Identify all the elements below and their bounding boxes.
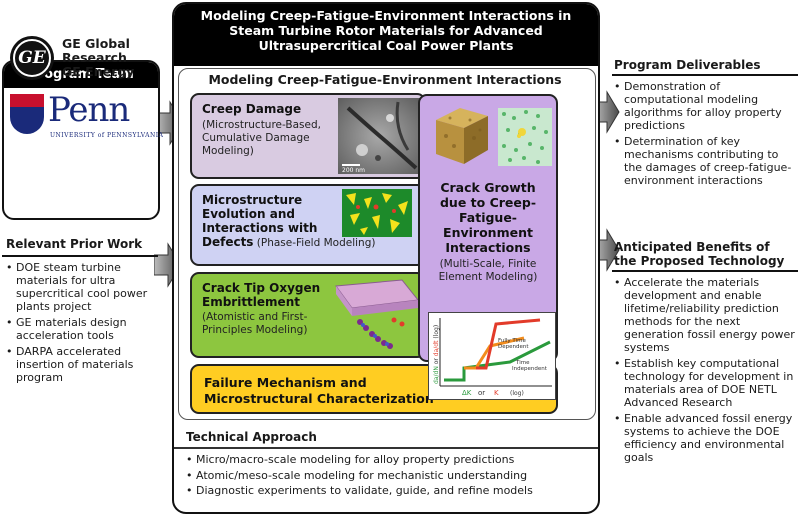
micrograph-image: 200 nm bbox=[338, 98, 420, 174]
list-item: GE materials design acceleration tools bbox=[6, 316, 156, 342]
oxygen-embrittlement-title: Crack Tip Oxygen Embrittlement bbox=[202, 281, 321, 309]
deliverables-divider bbox=[612, 74, 798, 76]
oxygen-embrittlement-subtitle: (Atomistic and First- Principles Modelin… bbox=[202, 311, 308, 336]
list-item: Enable advanced fossil energy systems to… bbox=[614, 412, 798, 464]
grain-cube-image bbox=[436, 108, 552, 166]
plot-x-label-or: or bbox=[478, 389, 485, 397]
scale-label: 200 nm bbox=[342, 167, 365, 174]
creep-damage-title: Creep Damage bbox=[202, 102, 302, 116]
list-item: Determination of key mechanisms contribu… bbox=[614, 135, 798, 187]
plot-x-label-k: K bbox=[494, 389, 499, 397]
time-dependent-curve bbox=[476, 318, 541, 370]
creep-damage-subtitle: (Microstructure-Based, Cumulative Damage… bbox=[202, 119, 321, 157]
prior-work-divider bbox=[2, 255, 158, 257]
crack-growth-subtitle: (Multi-Scale, Finite Element Modeling) bbox=[438, 258, 538, 283]
list-item: Atomic/meso-scale modeling for mechanist… bbox=[186, 468, 596, 484]
benefits-divider bbox=[612, 270, 798, 272]
deliverables-list: Demonstration of computational modeling … bbox=[614, 80, 798, 190]
penn-subtitle: UNIVERSITY of PENNSYLVANIA bbox=[50, 132, 164, 139]
microstructure-title: Microstructure Evolution and Interaction… bbox=[202, 193, 376, 249]
transition-curve bbox=[464, 336, 525, 370]
ge-logo-monogram: GE bbox=[13, 39, 51, 77]
plot-x-label-delta-k: ΔK bbox=[462, 389, 472, 397]
failure-mechanism-title: Failure Mechanism and Microstructural Ch… bbox=[204, 375, 434, 406]
program-team-box: Program Team bbox=[2, 60, 160, 220]
technical-approach-list: Micro/macro-scale modeling for alloy pro… bbox=[186, 452, 596, 499]
prior-work-heading: Relevant Prior Work bbox=[6, 237, 143, 251]
modeling-frame-title: Modeling Creep-Fatigue-Environment Inter… bbox=[208, 72, 562, 87]
list-item: DOE steam turbine materials for ultra su… bbox=[6, 261, 156, 313]
list-item: Accelerate the materials development and… bbox=[614, 276, 798, 354]
benefits-heading: Anticipated Benefits of the Proposed Tec… bbox=[614, 240, 785, 268]
plot-x-label-log: (log) bbox=[510, 390, 524, 397]
phase-field-image bbox=[342, 189, 412, 237]
atomistic-image bbox=[335, 279, 419, 349]
list-item: Demonstration of computational modeling … bbox=[614, 80, 798, 132]
deliverables-heading: Program Deliverables bbox=[614, 58, 761, 72]
list-item: Micro/macro-scale modeling for alloy pro… bbox=[186, 452, 596, 468]
crack-growth-title: Crack Growth due to Creep- Fatigue- Envi… bbox=[439, 180, 537, 255]
ge-name: GE Global Research GE Energy bbox=[62, 36, 135, 79]
benefits-list: Accelerate the materials development and… bbox=[614, 276, 798, 467]
prior-work-list: DOE steam turbine materials for ultra su… bbox=[6, 261, 156, 387]
penn-wordmark: Penn bbox=[48, 90, 130, 130]
list-item: DARPA accelerated insertion of materials… bbox=[6, 345, 156, 384]
technical-approach-divider bbox=[174, 447, 598, 449]
list-item: Diagnostic experiments to validate, guid… bbox=[186, 483, 596, 499]
central-title: Modeling Creep-Fatigue-Environment Inter… bbox=[174, 4, 598, 66]
penn-shield-chief bbox=[10, 94, 44, 107]
technical-approach-heading: Technical Approach bbox=[186, 430, 317, 444]
list-item: Establish key computational technology f… bbox=[614, 357, 798, 409]
plot-y-label: da/dN or da/dt (log) bbox=[433, 325, 440, 384]
